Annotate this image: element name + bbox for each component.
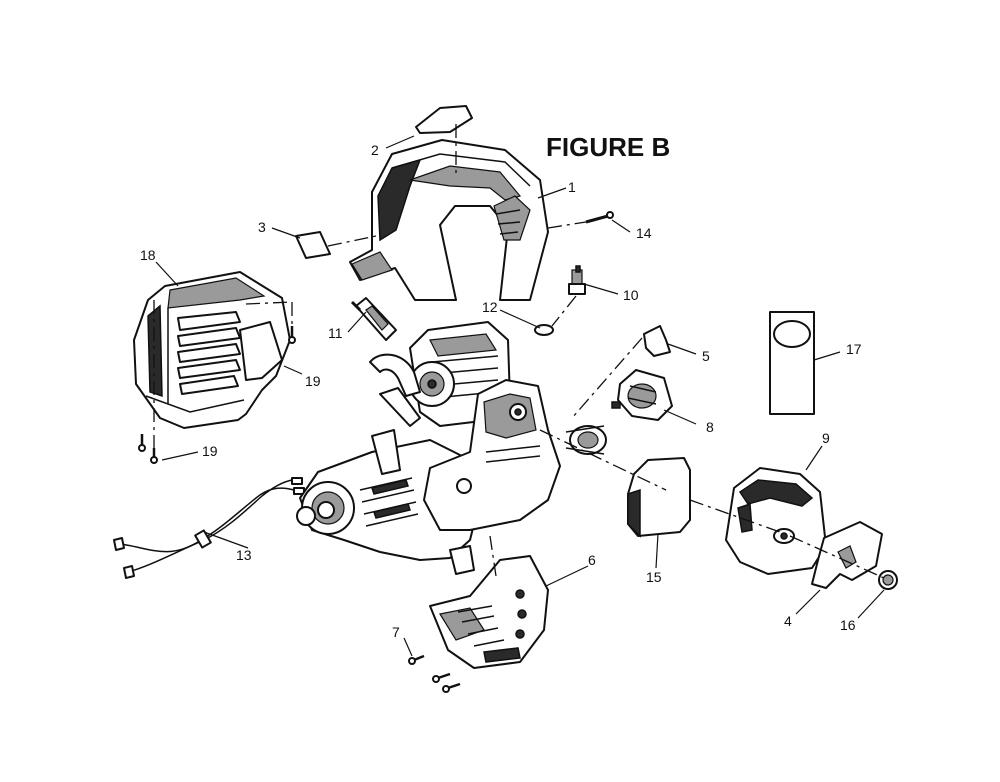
assembly-center-lines xyxy=(153,124,885,579)
callout-11: 11 xyxy=(328,325,343,341)
part-19-screw-upper xyxy=(288,326,296,344)
figure-title: FIGURE B xyxy=(546,132,670,162)
callout-14: 14 xyxy=(636,225,652,241)
callout-10: 10 xyxy=(623,287,639,303)
part-9-air-filter-cover xyxy=(725,467,827,575)
part-17-tag xyxy=(769,311,815,415)
callout-17: 17 xyxy=(846,341,862,357)
part-5-gasket xyxy=(643,325,671,357)
part-15-air-filter xyxy=(627,457,691,538)
part-6-guard xyxy=(429,555,549,669)
callout-1: 1 xyxy=(568,179,576,195)
callout-19-upper: 19 xyxy=(305,373,321,389)
part-13-wire-harness xyxy=(113,477,305,579)
part-19-screw-lower xyxy=(138,434,158,464)
callout-13: 13 xyxy=(236,547,252,563)
part-2-label-decal xyxy=(415,105,473,134)
callout-12: 12 xyxy=(482,299,498,315)
part-1-engine-cover xyxy=(349,139,549,301)
part-8-carburetor xyxy=(611,369,673,421)
callout-5: 5 xyxy=(702,348,710,364)
part-7-screws xyxy=(408,654,461,693)
callout-leaders xyxy=(155,135,885,657)
part-10-fitting xyxy=(568,265,586,295)
callout-7: 7 xyxy=(392,624,400,640)
part-18-shroud xyxy=(133,271,291,429)
part-14-screw xyxy=(585,211,614,224)
callout-6: 6 xyxy=(588,552,596,568)
callout-8: 8 xyxy=(706,419,714,435)
callout-15: 15 xyxy=(646,569,662,585)
callout-18: 18 xyxy=(140,247,156,263)
part-4-baffle-plate xyxy=(811,521,883,589)
callout-3: 3 xyxy=(258,219,266,235)
part-3-decal xyxy=(295,231,331,259)
callout-9: 9 xyxy=(822,430,830,446)
callout-19-lower: 19 xyxy=(202,443,218,459)
callout-numbers: 2 1 3 14 10 12 11 5 17 18 19 19 8 9 13 6… xyxy=(140,142,862,640)
callout-16: 16 xyxy=(840,617,856,633)
part-11-spark-plug xyxy=(350,297,397,341)
engine-assembly xyxy=(296,321,607,575)
callout-4: 4 xyxy=(784,613,792,629)
callout-2: 2 xyxy=(371,142,379,158)
part-16-knob xyxy=(878,570,898,590)
